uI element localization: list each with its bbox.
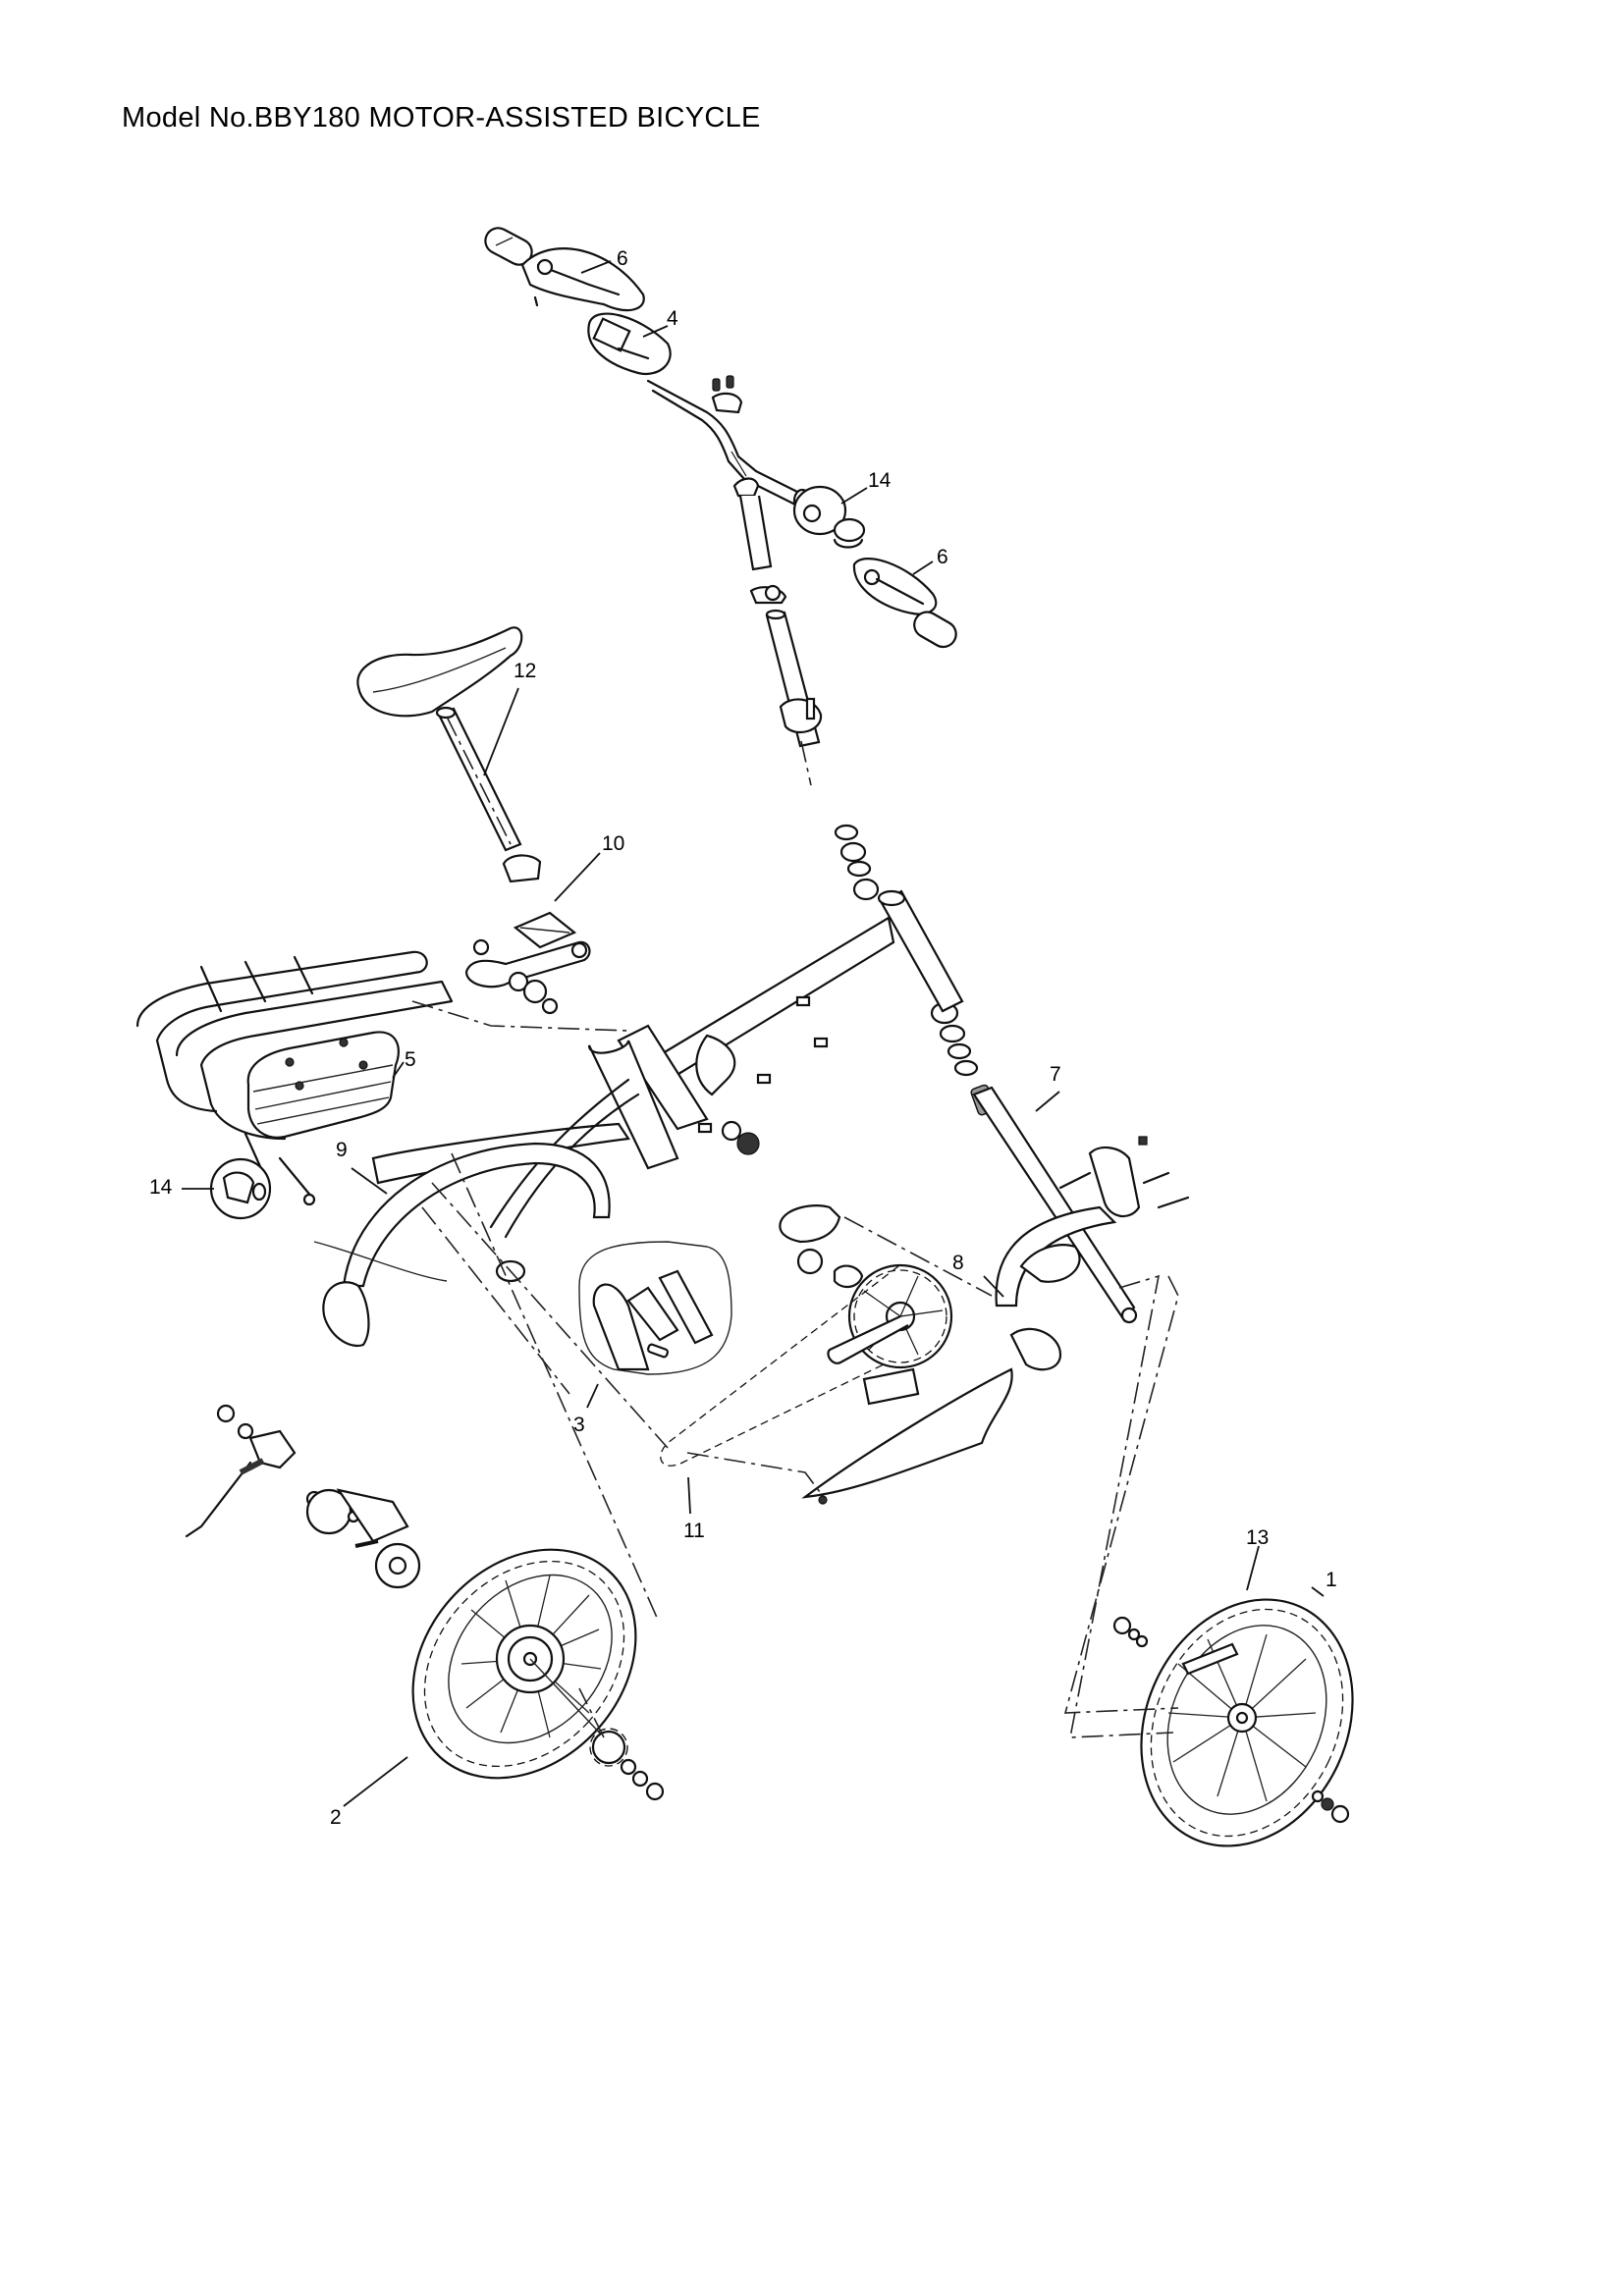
controller-housing-3 (578, 1241, 732, 1375)
callout-14-bell: 14 (868, 469, 892, 492)
callout-12-saddle: 12 (514, 660, 537, 682)
callout-4-display: 4 (667, 307, 678, 330)
stem-clamp-bolts (711, 375, 743, 414)
rear-fender-9 (322, 1142, 611, 1348)
band-brake (305, 1488, 421, 1589)
headset-lower (930, 1001, 979, 1077)
callout-8-front-fender: 8 (952, 1252, 964, 1274)
callout-10-pedal: 10 (602, 832, 625, 855)
saddle (356, 626, 523, 718)
bell-assembly-14 (792, 485, 866, 549)
callout-3-controller: 3 (573, 1414, 585, 1436)
brake-lever-left-group (852, 558, 957, 649)
callout-9-rear-fender: 9 (336, 1139, 348, 1161)
callout-6-left-brake: 6 (937, 546, 948, 568)
headset-upper (834, 824, 880, 901)
control-display-group (587, 312, 672, 376)
kickstand (185, 1404, 297, 1538)
rear-light-14 (209, 1157, 272, 1220)
callout-14-rear-light: 14 (149, 1176, 173, 1199)
front-wheel-1 (1112, 1598, 1354, 1847)
rear-sprocket (589, 1728, 665, 1801)
crank-arm-left (464, 940, 591, 988)
front-fork-7 (970, 1084, 1138, 1324)
derailleur-hanger (779, 1204, 864, 1289)
battery-pack-5 (246, 1031, 400, 1139)
handlebar-stem (732, 477, 823, 786)
leader-lines (182, 260, 1325, 1807)
callout-6-right-brake: 6 (617, 247, 628, 270)
brake-lever-right-group (520, 247, 645, 312)
front-fender-8 (995, 1205, 1117, 1371)
assembly-lines (411, 1000, 1179, 1738)
bottom-bracket-parts (472, 938, 760, 1155)
chainring (827, 1263, 953, 1406)
chain-guard (801, 1367, 1013, 1505)
chain-11 (660, 1265, 899, 1467)
pedal-right (513, 911, 577, 949)
cable (313, 1241, 448, 1282)
seat-post (435, 706, 542, 883)
callout-7-fork: 7 (1050, 1063, 1061, 1086)
callout-11-chain: 11 (683, 1520, 705, 1542)
callout-5-battery: 5 (405, 1048, 416, 1071)
page-title: Model No.BBY180 MOTOR-ASSISTED BICYCLE (122, 102, 761, 133)
callout-1-front-wheel: 1 (1325, 1569, 1337, 1591)
main-frame (587, 889, 964, 1170)
front-brake-caliper (1058, 1136, 1190, 1218)
callout-13-hub: 13 (1246, 1526, 1270, 1549)
rear-wheel-2 (411, 1548, 637, 1780)
callout-2-rear-wheel: 2 (330, 1806, 342, 1829)
